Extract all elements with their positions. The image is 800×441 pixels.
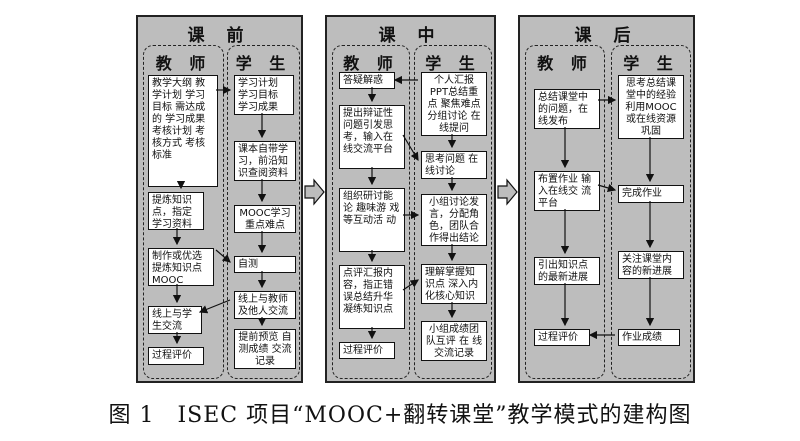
phase-arrow-before-to-during <box>304 178 325 206</box>
before-student-box-4: 自测 <box>234 256 296 273</box>
arrow <box>215 249 231 263</box>
during-student-title: 学 生 <box>425 54 481 73</box>
before-teacher-box-1: 教学大纲 教学计划 学习目标 需达成的 学习成果 考核计划 考核方式 考核标准 <box>148 75 218 187</box>
during-teacher-box-5: 过程评价 <box>339 342 395 359</box>
during-student-box-1: 个人汇报 PPT总结重 点 聚焦难点 分组讨论 在线提问 <box>421 72 487 136</box>
before-student-column: 学 生 <box>227 45 300 379</box>
before-teacher-box-4: 线上与学 生交流 <box>148 306 202 334</box>
before-teacher-column: 教 师 <box>143 45 224 379</box>
arrow <box>402 279 419 291</box>
after-student-box-4: 作业成绩 <box>618 329 680 346</box>
arrow <box>198 299 231 314</box>
during-student-box-2: 思考问题 在线讨论 <box>421 151 487 179</box>
before-teacher-box-2: 提炼知识 点，指定 学习资料 <box>148 192 204 230</box>
during-student-box-5: 小组成绩团 队互评 在 线交流记录 <box>421 321 487 361</box>
phase-during-title: 课 中 <box>378 26 443 46</box>
phase-after-title: 课 后 <box>574 26 639 46</box>
after-student-title: 学 生 <box>623 54 679 73</box>
before-student-title: 学 生 <box>235 54 292 73</box>
after-teacher-box-2: 布置作业 输入在线交 流平台 <box>534 171 600 211</box>
before-student-box-3: MOOC学习 重点难点 <box>234 205 296 233</box>
after-student-box-1: 思考总结课 堂中的经验 利用MOOC 或在线资源 巩固 <box>618 75 684 139</box>
phase-after: 课 后 教 师 学 生 总结课堂中 的问题，在 线发布 布置作业 输入在线交 流… <box>518 15 695 383</box>
before-student-box-2: 课本自带学 习，前沿知 识查阅资料 <box>234 141 296 181</box>
phase-during: 课 中 教 师 学 生 答疑解惑 提出辩证性 问题引发思 考，输入在 线交流平台… <box>325 15 496 383</box>
during-teacher-box-4: 点评汇报内 容，指正错 误总结升华 凝练知识点 <box>339 265 405 329</box>
during-teacher-title: 教 师 <box>343 54 399 73</box>
before-student-box-6: 提前预览 自测成绩 交流记录 <box>234 329 296 369</box>
after-teacher-box-1: 总结课堂中 的问题，在 线发布 <box>534 89 600 129</box>
before-teacher-box-5: 过程评价 <box>148 347 204 365</box>
after-student-column: 学 生 <box>611 45 691 379</box>
during-teacher-column: 教 师 <box>332 45 410 379</box>
phase-before-title: 课 前 <box>187 26 252 46</box>
after-student-box-2: 完成作业 <box>618 185 684 203</box>
phase-arrow-during-to-after <box>497 178 518 206</box>
after-teacher-box-3: 引出知识点 的最新进展 <box>534 257 600 285</box>
phase-before: 课 前 教 师 学 生 教学大纲 教学计划 学习目标 需达成的 学习成果 考核计… <box>136 15 303 383</box>
before-student-box-1: 学习计划 学习目标 学习成果 <box>234 75 294 115</box>
arrow <box>402 134 419 162</box>
arrow <box>597 183 617 192</box>
before-teacher-title: 教 师 <box>155 54 212 73</box>
before-teacher-box-3: 制作或优选 提炼知识点 MOOC <box>148 248 214 286</box>
after-teacher-column: 教 师 <box>525 45 605 379</box>
during-teacher-box-1: 答疑解惑 <box>339 72 395 89</box>
during-teacher-box-2: 提出辩证性 问题引发思 考，输入在 线交流平台 <box>339 105 405 169</box>
after-student-box-3: 关注课堂内 容的新进展 <box>618 251 684 279</box>
after-teacher-box-4: 过程评价 <box>534 329 590 346</box>
during-student-box-3: 小组讨论发 言，分配角 色，团队合 作得出结论 <box>421 194 487 246</box>
figure-caption: 图 1 ISEC 项目“MOOC+翻转课堂”教学模式的建构图 <box>108 403 692 428</box>
during-student-box-4: 理解掌握知 识点 深入内 化核心知识 <box>421 264 487 304</box>
after-teacher-title: 教 师 <box>537 54 593 73</box>
